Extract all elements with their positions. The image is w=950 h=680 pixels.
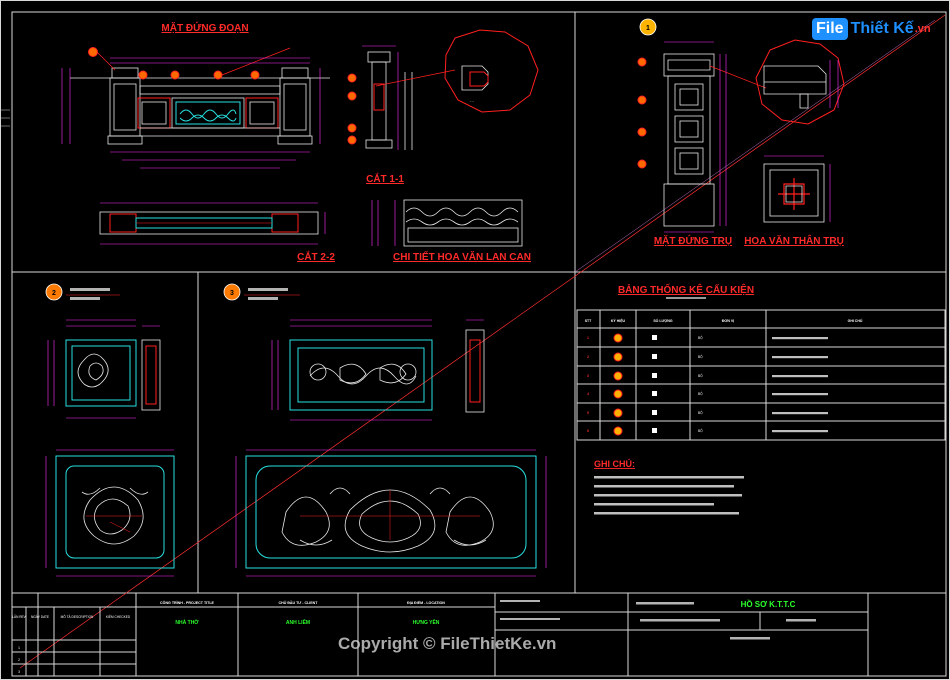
notes-lines (594, 476, 744, 515)
table-title: BẢNG THỐNG KÊ CẤU KIỆN (618, 282, 754, 296)
svg-text:LẦN REV: LẦN REV (12, 615, 27, 619)
location-label: ĐỊA ĐIỂM - LOCATION (407, 600, 445, 605)
svg-text:2: 2 (52, 290, 56, 297)
pattern-title: CHI TIẾT HOA VĂN LAN CAN (393, 250, 531, 263)
diagonal-line-a (19, 14, 946, 669)
marker-1 (639, 18, 657, 36)
detail-3: 3 (223, 283, 547, 577)
svg-text:GHI CHÚ: GHI CHÚ (848, 318, 863, 323)
dossier-title: HỒ SƠ K.T.T.C (741, 599, 796, 609)
svg-text:KIỂM CHECKED: KIỂM CHECKED (106, 614, 131, 619)
marker-3 (223, 283, 241, 301)
table-row-stt: 6 (587, 429, 589, 433)
table-row-note (772, 412, 828, 415)
logo-name: Thiết Kế (850, 20, 914, 37)
owner-label: CHỦ ĐẦU TƯ - CLIENT (279, 600, 319, 605)
title-block: LẦN REV NGÀY DATE MÔ TẢ DESCRIPTION KIỂM… (12, 593, 869, 676)
table-row-unit: BỘ (698, 354, 703, 359)
svg-text:SỐ LƯỢNG: SỐ LƯỢNG (653, 318, 673, 323)
svg-text:MÔ TẢ DESCRIPTION: MÔ TẢ DESCRIPTION (61, 614, 94, 619)
owner-value: ANH LIÊM (286, 618, 310, 626)
railing-elevation (61, 47, 330, 169)
table-row-qty-mark (652, 428, 657, 433)
section-2-2-title: CẮT 2-2 (297, 250, 335, 263)
logo-badge: File (812, 18, 848, 40)
svg-text:ĐƠN VỊ: ĐƠN VỊ (722, 319, 734, 323)
railing-pattern-detail (371, 199, 523, 247)
section-2-2 (99, 202, 326, 245)
elevation-title: MẶT ĐỨNG ĐOẠN (161, 21, 248, 34)
table-row-note (772, 430, 828, 433)
svg-text:1: 1 (646, 25, 650, 32)
notes-title: GHI CHÚ: (594, 458, 635, 469)
svg-text:3: 3 (230, 290, 234, 297)
table-row-note (772, 337, 828, 340)
svg-text:2: 2 (18, 658, 20, 662)
pillar-pattern-title: HOA VĂN THÂN TRỤ (744, 234, 844, 247)
table-row-qty-mark (652, 391, 657, 396)
table-row-symbol-icon (613, 426, 623, 436)
svg-text:3: 3 (18, 670, 20, 674)
svg-text:1: 1 (18, 646, 20, 650)
logo-tld: .vn (914, 23, 931, 35)
svg-text:NGÀY DATE: NGÀY DATE (31, 615, 49, 619)
copyright-watermark: Copyright © FileThietKe.vn (338, 634, 557, 653)
detail-2: 2 (45, 283, 175, 577)
svg-text:STT: STT (585, 319, 592, 323)
table-row-symbol-icon (613, 333, 623, 343)
pillar-elevation-title: MẶT ĐỨNG TRỤ (654, 234, 732, 247)
pillar-elevation: 1 (637, 18, 767, 233)
table-row-unit: BỘ (698, 335, 703, 340)
pillar-cap-detail (755, 39, 845, 125)
table-row-symbol-icon (613, 352, 623, 362)
table-row-qty-mark (652, 410, 657, 415)
project-value: NHÀ THỜ (175, 618, 199, 626)
table-row-unit: BỘ (698, 373, 703, 378)
table-row-symbol-icon (613, 389, 623, 399)
drawing-frame (11, 11, 947, 677)
marker-2 (45, 283, 63, 301)
table-row-note (772, 356, 828, 359)
svg-text:KÝ HIỆU: KÝ HIỆU (611, 318, 626, 323)
table-row-note (772, 375, 828, 378)
table-row-stt: 1 (587, 336, 589, 340)
table-row-stt: 4 (587, 392, 589, 396)
table-row-unit: BỘ (698, 391, 703, 396)
table-row-stt: 3 (587, 374, 589, 378)
project-label: CÔNG TRÌNH - PROJECT TITLE (160, 600, 215, 605)
table-row-stt: 5 (587, 411, 589, 415)
table-row-note (772, 393, 828, 396)
pillar-pattern (763, 155, 831, 223)
table-row-unit: BỘ (698, 410, 703, 415)
section-1-1-title: CẮT 1-1 (366, 172, 404, 185)
section-1-1: ··· (347, 29, 539, 150)
table-row-qty-mark (652, 373, 657, 378)
table-row-symbol-icon (613, 408, 623, 418)
svg-text:···: ··· (470, 99, 474, 104)
brand-logo[interactable]: File Thiết Kế .vn (812, 16, 931, 42)
location-value: HƯNG YÊN (413, 618, 440, 626)
table-row-qty-mark (652, 354, 657, 359)
table-row-unit: BỘ (698, 428, 703, 433)
table-row-stt: 2 (587, 355, 589, 359)
table-row-qty-mark (652, 335, 657, 340)
table-row-symbol-icon (613, 371, 623, 381)
